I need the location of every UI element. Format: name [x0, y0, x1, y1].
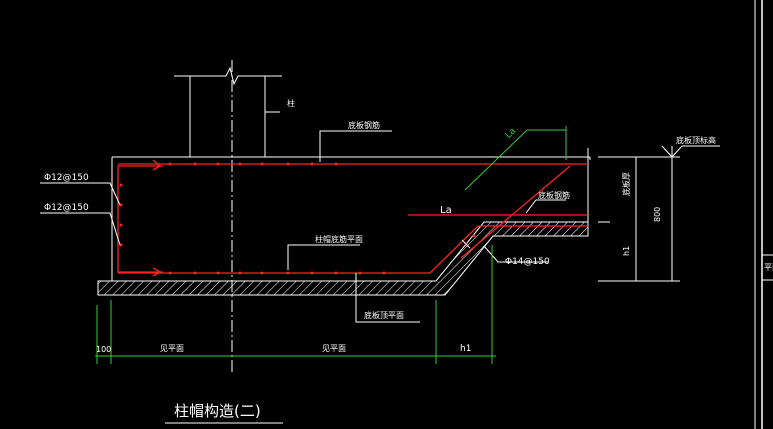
cap-bottom-line-label: 柱帽底筋平面: [315, 234, 363, 244]
rebar-diag-label: Φ14@150: [505, 257, 550, 267]
dim-100-label: 100: [96, 345, 111, 354]
drawing-frame: 平面: [754, 0, 773, 429]
la-dimension: [464, 126, 567, 191]
slab-bottom-line-label: 底板顶平面: [364, 310, 404, 320]
la-diag-label: La: [504, 126, 519, 141]
blinding-hatch: [97, 221, 589, 296]
vert-thickness-label: 底板厚: [621, 172, 631, 196]
drawing-title: 柱帽构造(二): [174, 402, 261, 420]
dim-seg1-label: 见平面: [160, 344, 184, 353]
column-outline: [174, 60, 282, 375]
dim-800-label: 800: [653, 207, 662, 222]
bottom-dimensions: [95, 245, 496, 364]
right-dimensions: [598, 145, 720, 282]
rebar-label-left-2: Φ12@150: [44, 203, 89, 213]
top-bar-label: 底板钢筋: [348, 120, 380, 130]
column-label: 柱: [287, 98, 295, 108]
rebar-label-left-1: Φ12@150: [44, 173, 89, 183]
dim-h1-vertical: h1: [622, 246, 631, 256]
edge-label: 平面: [764, 263, 773, 272]
la-horiz-label: La: [440, 205, 452, 216]
slab-bar-label: 底板钢筋: [538, 190, 570, 200]
dim-h1-label: h1: [460, 344, 471, 354]
leader-lines: [40, 111, 566, 323]
rebar-dots: [119, 162, 476, 275]
dim-seg2-label: 见平面: [322, 344, 346, 353]
top-mark-label: 底板顶标高: [676, 135, 716, 145]
